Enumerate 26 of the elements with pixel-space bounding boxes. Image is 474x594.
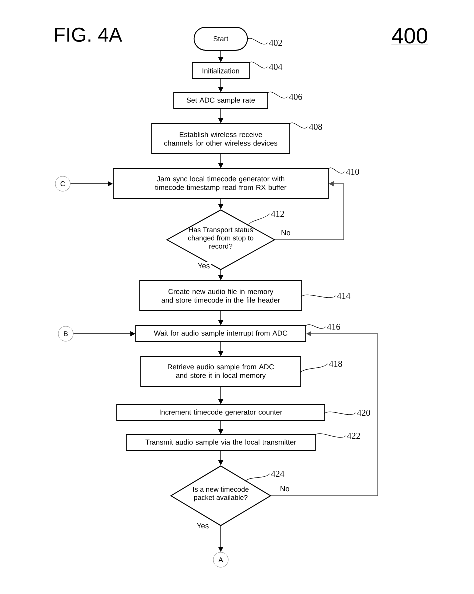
leader-line — [289, 122, 308, 129]
reference-number: 420 — [357, 410, 370, 416]
leader-line — [246, 38, 268, 45]
reference-number: 402 — [269, 40, 282, 46]
reference-number: 418 — [329, 360, 342, 368]
leader-line — [324, 412, 356, 416]
reference-number: 412 — [271, 211, 284, 217]
reference-number: 414 — [337, 293, 351, 299]
leader-line — [328, 168, 346, 174]
reference-number: 404 — [269, 64, 283, 70]
figure-number: 400 — [391, 28, 429, 46]
reference-number: 406 — [289, 94, 302, 100]
leader-line — [300, 364, 328, 374]
leader-line — [305, 324, 326, 329]
leader-line — [314, 434, 346, 438]
leader-line — [301, 294, 336, 298]
figure-label: FIG. 4A — [55, 28, 122, 42]
leader-line — [267, 92, 288, 99]
leader-line — [248, 62, 268, 69]
reference-number: 410 — [346, 168, 360, 176]
leader-line — [244, 474, 270, 482]
reference-number: 416 — [327, 324, 340, 330]
reference-number: 408 — [309, 124, 322, 130]
reference-number: 422 — [347, 433, 360, 439]
reference-number: 424 — [271, 471, 285, 477]
leader-line — [246, 214, 270, 226]
